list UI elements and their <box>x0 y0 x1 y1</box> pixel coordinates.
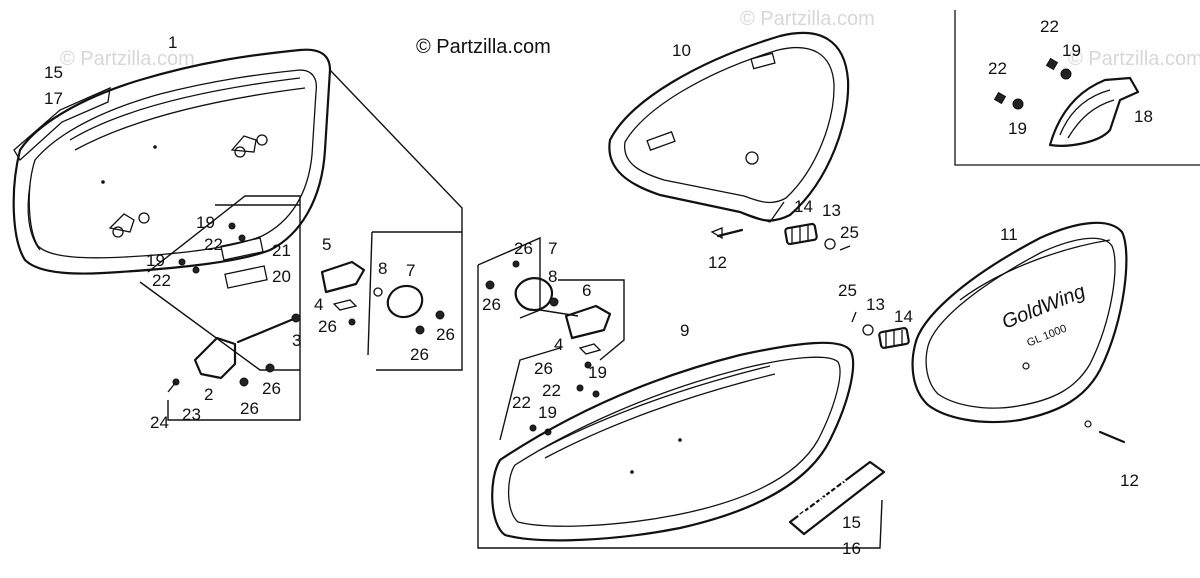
center-mounting-hardware <box>485 260 612 436</box>
callout-22: 22 <box>512 393 531 412</box>
callout-17: 17 <box>44 89 63 108</box>
callout-5: 5 <box>322 235 332 254</box>
callout-4: 4 <box>554 335 564 354</box>
side-cover-frame <box>608 31 851 251</box>
callout-19: 19 <box>538 403 557 422</box>
callout-10: 10 <box>672 41 691 60</box>
right-side-cover <box>491 341 855 542</box>
callout-9: 9 <box>680 321 690 340</box>
callout-24: 24 <box>150 413 169 432</box>
faint-watermark-right: © Partzilla.com <box>1068 48 1200 70</box>
callout-22: 22 <box>542 381 561 400</box>
callout-19: 19 <box>196 213 215 232</box>
callout-15: 15 <box>44 63 63 82</box>
callout-18: 18 <box>1134 107 1153 126</box>
callout-16: 16 <box>842 539 861 558</box>
callout-22: 22 <box>1040 17 1059 36</box>
callout-19: 19 <box>1008 119 1027 138</box>
callout-26: 26 <box>318 317 337 336</box>
honda-emblem <box>788 460 886 536</box>
callout-2: 2 <box>204 385 214 404</box>
callout-22: 22 <box>988 59 1007 78</box>
partzilla-watermark: © Partzilla.com <box>416 36 551 58</box>
callout-1: 1 <box>168 33 178 52</box>
callout-15: 15 <box>842 513 861 532</box>
callout-20: 20 <box>272 267 291 286</box>
callout-26: 26 <box>482 295 501 314</box>
callout-11: 11 <box>1000 225 1018 244</box>
callout-23: 23 <box>182 405 201 424</box>
callout-6: 6 <box>582 281 592 300</box>
callout-13: 13 <box>822 201 841 220</box>
callout-13: 13 <box>866 295 885 314</box>
callout-26: 26 <box>262 379 281 398</box>
callout-4: 4 <box>314 295 324 314</box>
callout-14: 14 <box>794 197 813 216</box>
callout-26: 26 <box>410 345 429 364</box>
callout-14: 14 <box>894 307 913 326</box>
callout-19: 19 <box>146 251 165 270</box>
faint-watermark-left: © Partzilla.com <box>60 48 195 70</box>
callout-26: 26 <box>436 325 455 344</box>
callout-26: 26 <box>534 359 553 378</box>
goldwing-side-cover <box>851 221 1128 444</box>
callout-19: 19 <box>1062 41 1081 60</box>
callout-21: 21 <box>272 241 291 260</box>
callout-26: 26 <box>240 399 259 418</box>
faint-watermark-center: © Partzilla.com <box>740 8 875 30</box>
callout-8: 8 <box>378 259 388 278</box>
callout-12: 12 <box>708 253 727 272</box>
callout-22: 22 <box>204 235 223 254</box>
wing-emblem <box>993 57 1140 147</box>
left-mounting-hardware <box>167 222 445 393</box>
callout-25: 25 <box>840 223 859 242</box>
callout-3: 3 <box>292 331 302 350</box>
left-side-cover <box>12 48 332 275</box>
callout-26: 26 <box>514 239 533 258</box>
callout-12: 12 <box>1120 471 1139 490</box>
callout-8: 8 <box>548 267 558 286</box>
callout-22: 22 <box>152 271 171 290</box>
callout-7: 7 <box>406 261 416 280</box>
callout-25: 25 <box>838 281 857 300</box>
callout-19: 19 <box>588 363 607 382</box>
callout-7: 7 <box>548 239 558 258</box>
